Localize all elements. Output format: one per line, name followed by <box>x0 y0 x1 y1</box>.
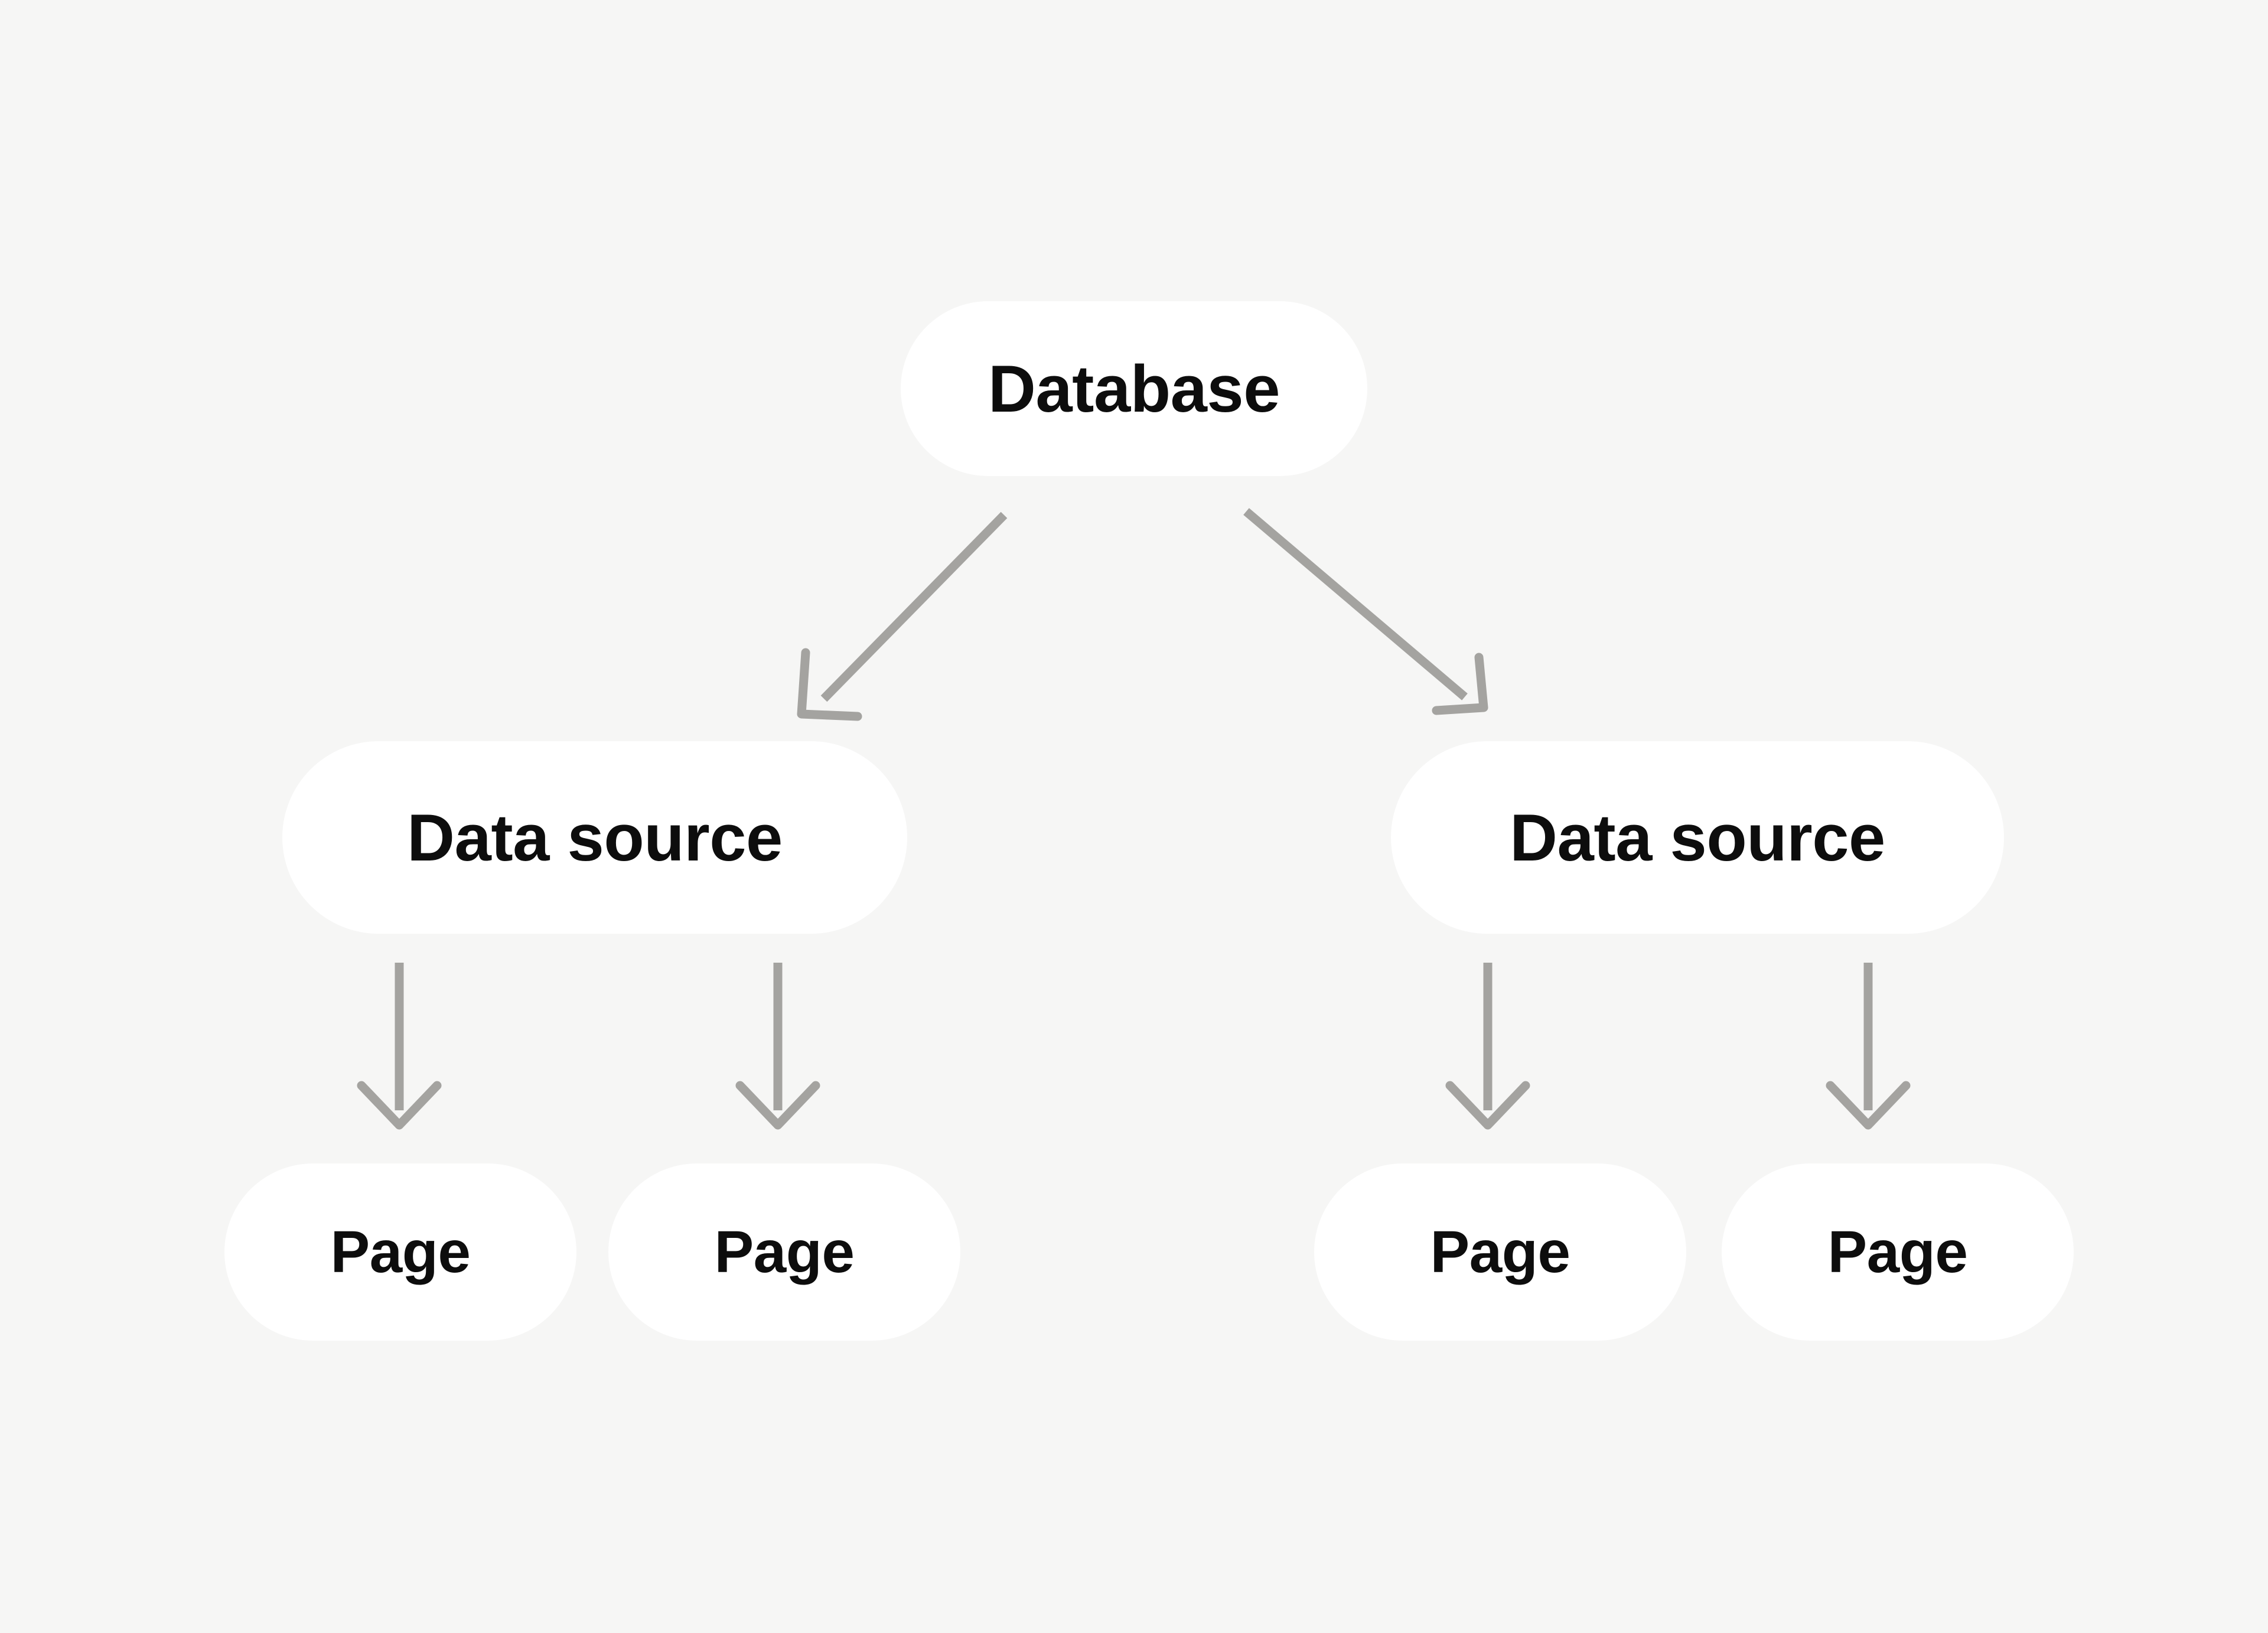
node-datasource-1[interactable]: Data source <box>282 741 907 934</box>
arrowhead-icon <box>797 648 862 721</box>
edge-database-to-datasource-2 <box>1243 508 1488 715</box>
edge-datasource-1-to-page-1 <box>357 963 442 1130</box>
arrowhead-icon <box>357 1081 442 1130</box>
node-page-4-label: Page <box>1827 1218 1968 1285</box>
edge-datasource-2-to-page-3 <box>1445 963 1530 1130</box>
node-datasource-1-label: Data source <box>407 800 783 875</box>
node-page-2[interactable]: Page <box>608 1163 960 1341</box>
edge-line <box>1243 508 1468 700</box>
node-page-3[interactable]: Page <box>1314 1163 1686 1341</box>
edge-line <box>820 511 1008 702</box>
node-page-3-label: Page <box>1430 1218 1570 1285</box>
arrowhead-icon <box>1826 1081 1911 1130</box>
node-page-1-label: Page <box>330 1218 471 1285</box>
edge-database-to-datasource-1 <box>797 511 1008 721</box>
edge-datasource-1-to-page-2 <box>735 963 820 1130</box>
node-page-2-label: Page <box>714 1218 855 1285</box>
node-page-4[interactable]: Page <box>1722 1163 2074 1341</box>
node-datasource-2-label: Data source <box>1510 800 1885 875</box>
arrowhead-icon <box>735 1081 820 1130</box>
node-database[interactable]: Database <box>901 301 1367 476</box>
arrowhead-icon <box>1445 1081 1530 1130</box>
arrowhead-icon <box>1432 653 1488 715</box>
node-datasource-2[interactable]: Data source <box>1391 741 2004 934</box>
node-page-1[interactable]: Page <box>224 1163 576 1341</box>
node-database-label: Database <box>988 351 1280 426</box>
edge-datasource-2-to-page-4 <box>1826 963 1911 1130</box>
